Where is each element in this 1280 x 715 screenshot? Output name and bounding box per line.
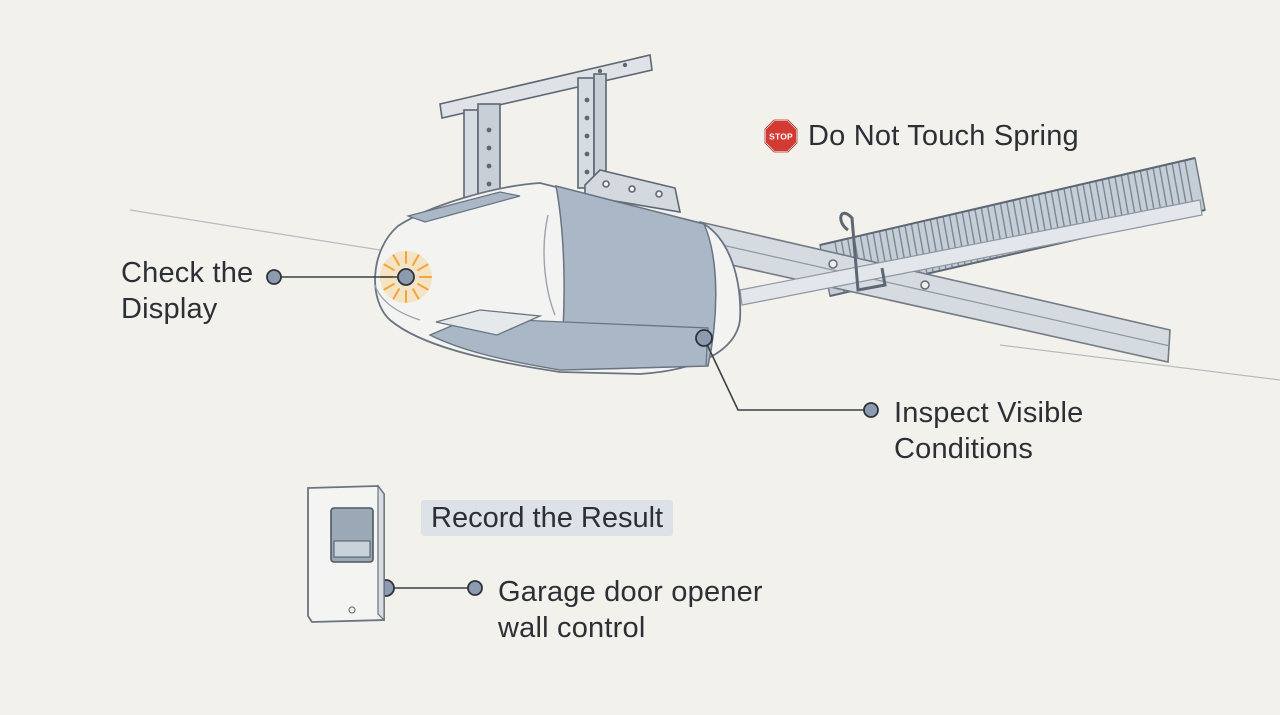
check-display-label: Check the Display [121,255,253,327]
wall-control-line1: Garage door opener [498,576,763,608]
warning-text: Do Not Touch Spring [808,120,1079,152]
callout-dot-display [397,268,415,286]
check-display-line1: Check the [121,257,254,289]
check-display-line2: Display [121,293,218,325]
stop-sign-icon: STOP [764,119,798,153]
callout-dot-inspect [863,402,879,418]
callout-lines [274,276,870,589]
ceiling-mount-bracket [439,54,682,213]
wall-control-line2: wall control [498,612,646,644]
callout-dot-housing [695,329,713,347]
ceiling-lines [129,209,1280,381]
opener-housing [374,182,742,375]
spring-bracket [839,211,887,292]
inspect-line1: Inspect Visible [894,397,1084,429]
callout-dot-display-start [266,269,282,285]
wall-control [307,484,385,623]
wall-control-label: Garage door opener wall control [498,574,763,646]
spring-warning: STOP Do Not Touch Spring [764,118,1079,154]
callout-dot-wall-label [467,580,483,596]
rail-beam [699,199,1203,363]
inspect-label: Inspect Visible Conditions [894,395,1083,467]
record-result-label: Record the Result [421,500,674,536]
inspect-line2: Conditions [894,433,1034,465]
stop-sign-text: STOP [769,132,793,142]
callout-dots [266,268,879,597]
